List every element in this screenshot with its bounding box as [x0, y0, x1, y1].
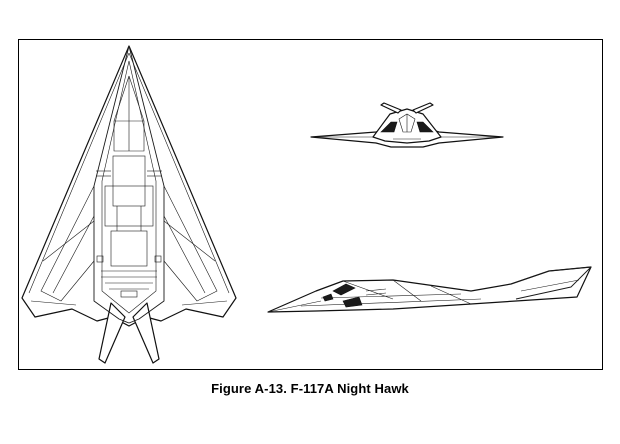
top-view: [21, 45, 237, 364]
front-view: [310, 102, 504, 148]
figure-frame: [18, 39, 603, 370]
figure-caption: Figure A-13. F-117A Night Hawk: [211, 381, 409, 396]
side-view: [267, 266, 592, 313]
three-view-drawing: [21, 45, 592, 364]
